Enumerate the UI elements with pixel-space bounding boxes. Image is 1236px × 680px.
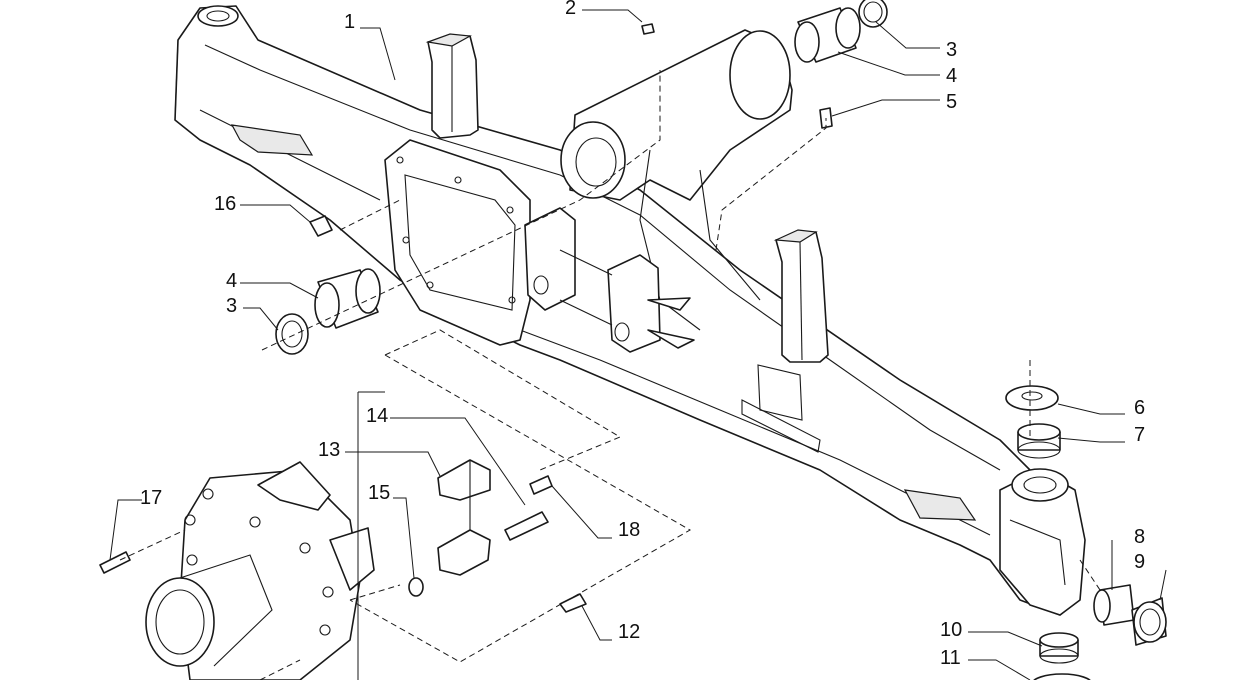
left-bushing-set: [275, 268, 381, 355]
callout-13: 13: [318, 439, 340, 461]
part-6-washer: [1005, 385, 1059, 411]
part-11-washer: [1033, 673, 1091, 680]
part-10-bushing: [1039, 632, 1079, 664]
callout-4-top: 4: [946, 65, 957, 87]
callout-11: 11: [940, 647, 961, 669]
callout-2: 2: [565, 0, 576, 19]
callout-1: 1: [344, 11, 355, 33]
callout-5: 5: [946, 91, 957, 113]
callout-7: 7: [1134, 424, 1145, 446]
axle-beam: [174, 5, 1086, 616]
callout-15: 15: [368, 482, 390, 504]
part-17-bolt: [99, 551, 131, 574]
callout-14: 14: [366, 405, 388, 427]
part-13-bearing-halves: [437, 459, 491, 576]
right-bushing-set: [1093, 584, 1167, 646]
top-bushing-set: [794, 0, 888, 63]
callout-17: 17: [140, 487, 162, 509]
part-12-pin: [559, 593, 587, 613]
callout-3-left: 3: [226, 295, 237, 317]
callout-9: 9: [1134, 551, 1145, 573]
callout-4-left: 4: [226, 270, 237, 292]
callout-12: 12: [618, 621, 640, 643]
callout-3-top: 3: [946, 39, 957, 61]
callout-6: 6: [1134, 397, 1145, 419]
callout-labels: 1 2 3 4 5 16 4 3 6 7 14 13 17 15 18 8 9 …: [140, 0, 1145, 669]
assembly-lines: [119, 70, 1101, 680]
part-18-pin: [529, 475, 553, 495]
callout-18: 18: [618, 519, 640, 541]
part-15-ring: [408, 577, 424, 597]
callout-16: 16: [214, 193, 236, 215]
callout-10: 10: [940, 619, 962, 641]
part-2-plug: [641, 23, 655, 35]
callout-8: 8: [1134, 526, 1145, 548]
part-7-bushing: [1017, 423, 1061, 459]
leader-lines: [109, 9, 1167, 680]
hub-assembly: [145, 461, 375, 680]
part-16-plug: [309, 215, 333, 237]
part-14-bolt: [504, 511, 549, 541]
